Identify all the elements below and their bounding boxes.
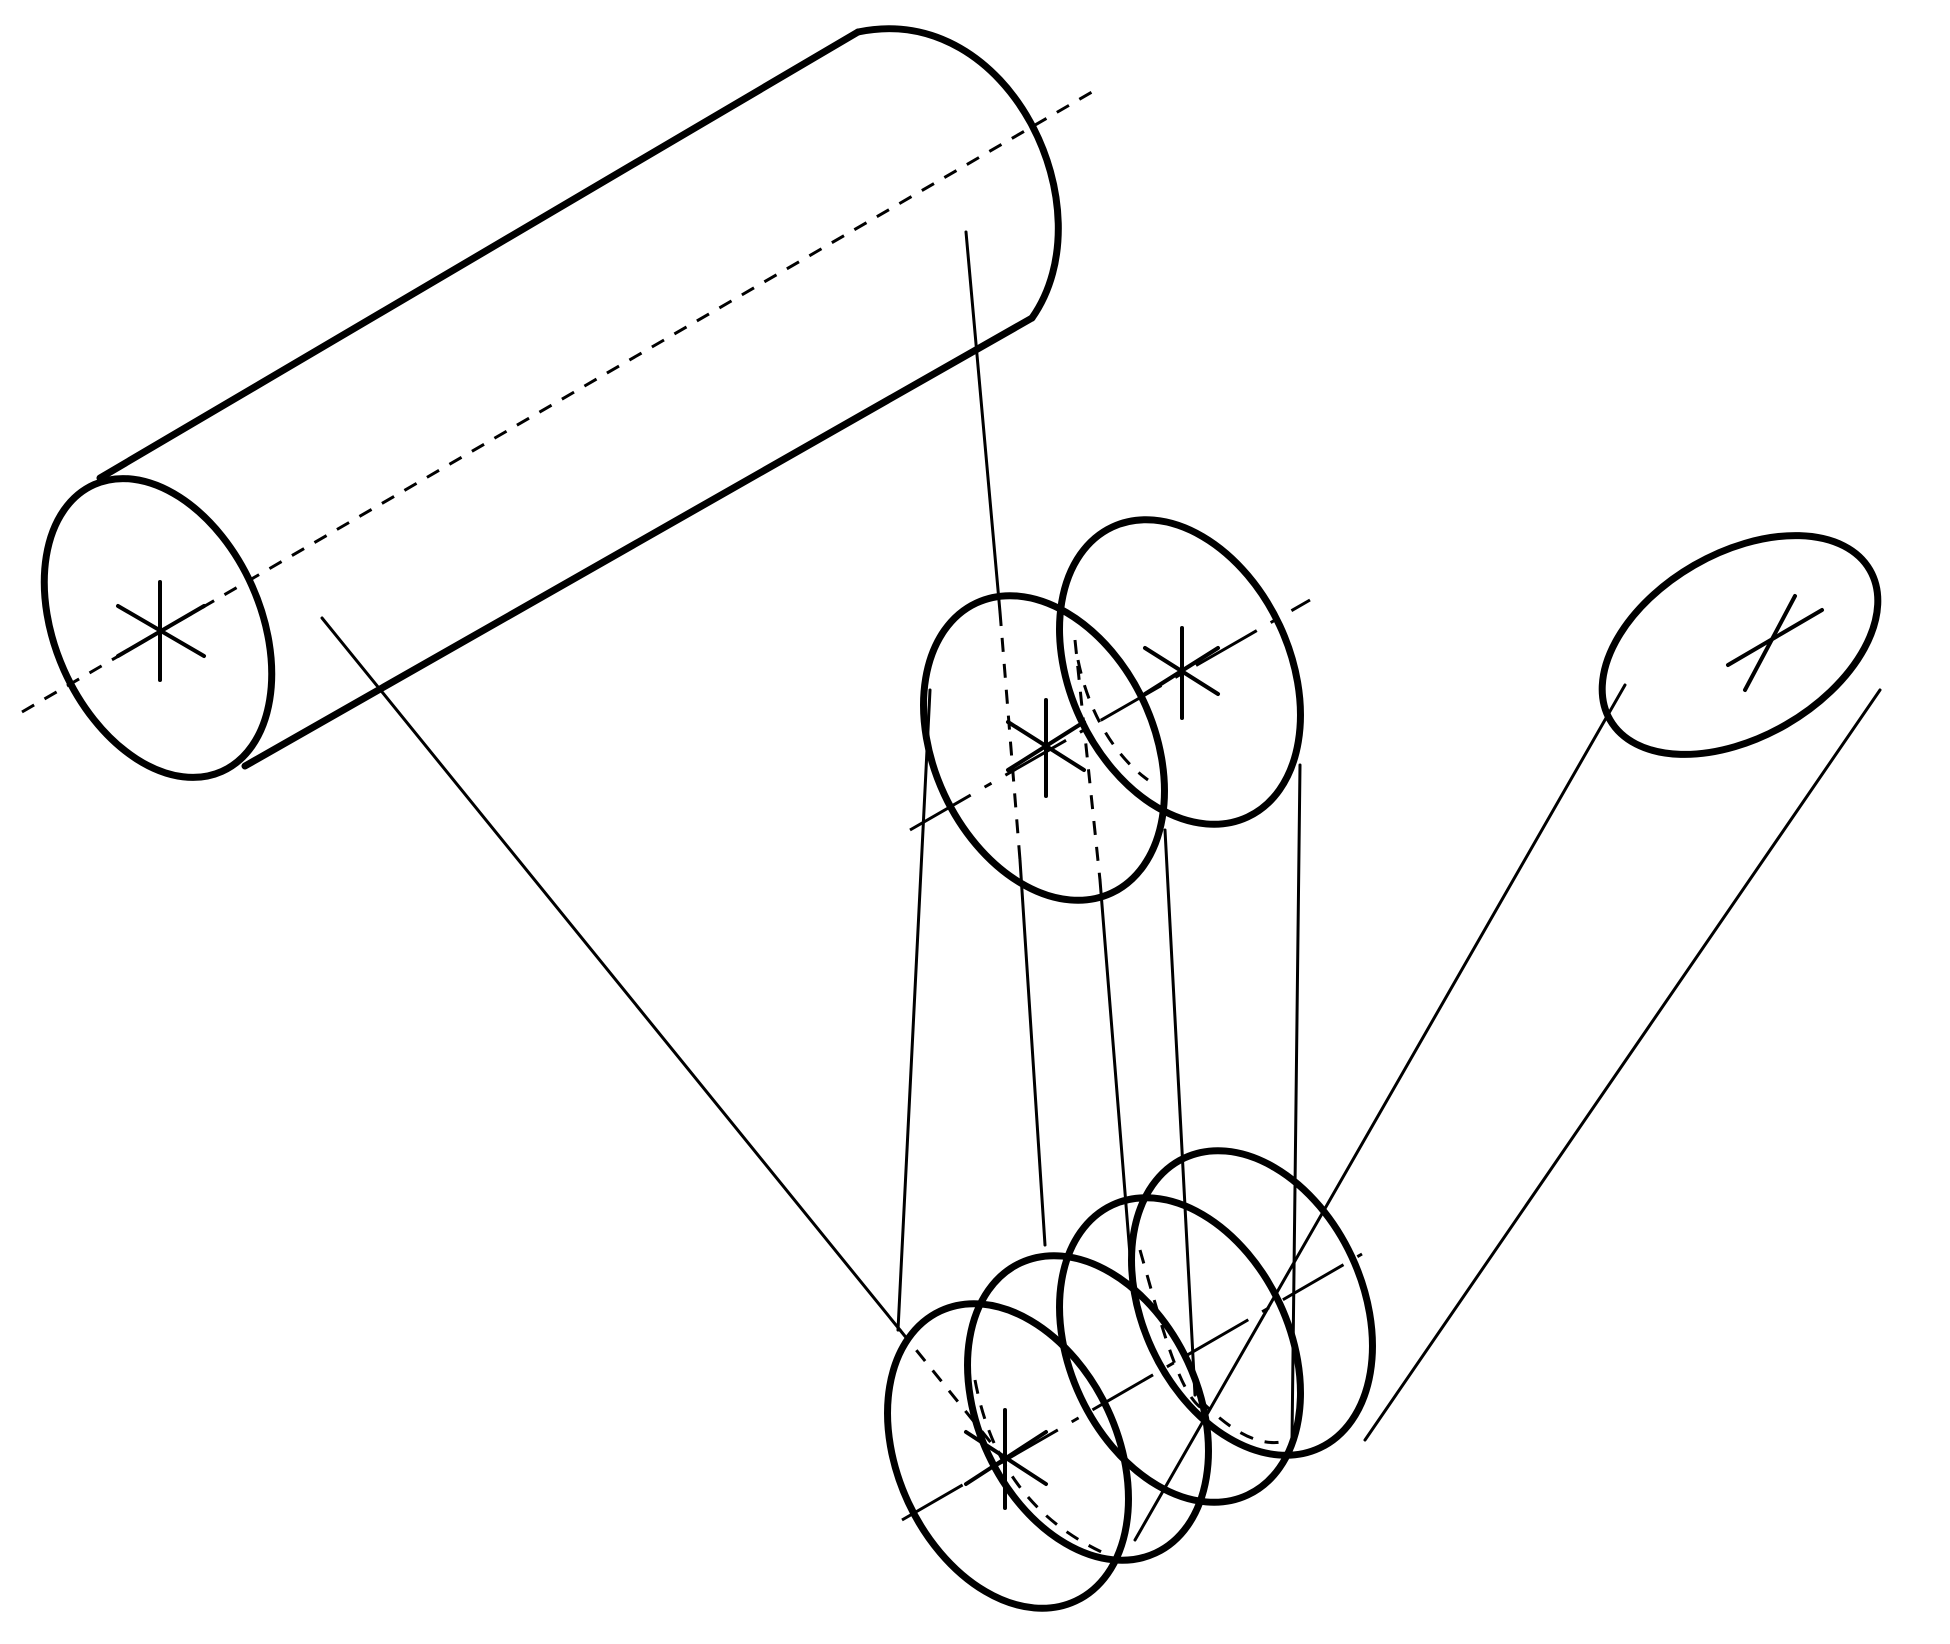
upper-hidden-arc <box>1076 659 1149 782</box>
upper-right-ellipse <box>1056 516 1304 828</box>
projection-line-upper-left <box>896 688 932 1332</box>
upper-ellipse-pair <box>909 516 1311 904</box>
lower-ellipse-stack <box>884 1147 1376 1612</box>
cylinder-back-end-arc <box>854 25 1062 322</box>
cylinder-bottom-silhouette <box>241 314 1036 770</box>
upper-axis-centerline <box>909 598 1311 832</box>
upper-left-center-asterisk <box>1006 698 1086 798</box>
projection-line-inner-3 <box>1163 828 1197 1397</box>
projection-line-long-diagonal <box>320 616 902 1332</box>
projection-line-vertical-from-cylinder <box>964 230 1002 614</box>
cylinder-front-end-ellipse <box>40 475 276 781</box>
upper-hidden-vertical-2 <box>1073 639 1102 881</box>
lower-ellipse-4 <box>1128 1147 1376 1459</box>
horizontal-cylinder <box>21 25 1093 781</box>
projection-line-right-cylinder-right <box>1363 688 1882 1442</box>
cylinder-top-silhouette <box>96 28 862 482</box>
right-cylinder <box>1598 532 1882 758</box>
projection-lines <box>320 230 1882 1542</box>
lower-ellipse-1 <box>884 1300 1132 1612</box>
lower-hidden-diagonal <box>898 1329 1007 1461</box>
lower-front-center-asterisk <box>964 1408 1048 1510</box>
projection-line-right-of-pair <box>1290 763 1302 1442</box>
right-cylinder-top-ellipse <box>1598 532 1882 758</box>
projection-line-inner-1 <box>1018 858 1047 1247</box>
lower-hidden-arc-1 <box>973 1379 1109 1557</box>
upper-right-center-asterisk <box>1143 626 1220 720</box>
upper-left-ellipse <box>920 592 1168 904</box>
lower-ellipse-2 <box>964 1252 1212 1564</box>
lower-hidden-arc-2 <box>1138 1249 1206 1412</box>
lower-ellipse-3 <box>1056 1194 1304 1506</box>
front-center-asterisk <box>116 580 206 682</box>
upper-hidden-vertical <box>998 611 1022 861</box>
projection-line-inner-2 <box>1098 878 1132 1257</box>
lower-hidden-arc-3 <box>1198 1398 1291 1445</box>
projection-line-right-cylinder-left <box>1133 683 1627 1542</box>
right-cylinder-center-mark <box>1726 594 1824 692</box>
